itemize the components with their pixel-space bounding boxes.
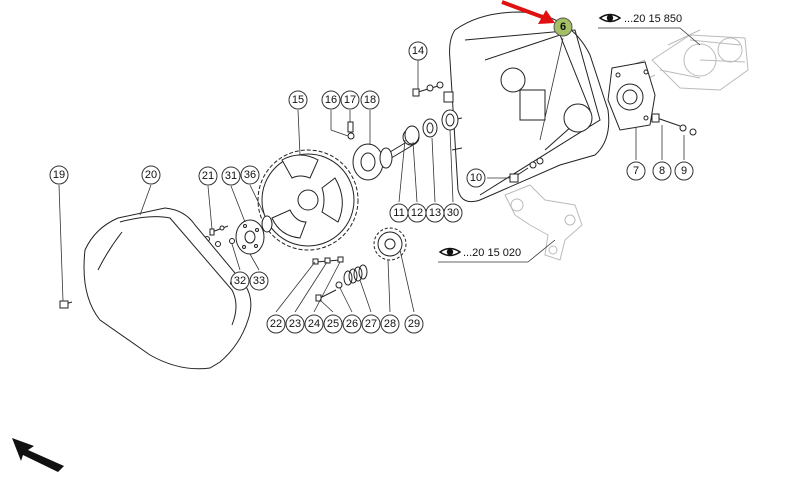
large-sprocket — [257, 149, 359, 251]
eye-icon — [598, 13, 622, 23]
callout-12: 12 — [407, 203, 427, 223]
callout-18: 18 — [360, 90, 380, 110]
washer-13 — [422, 118, 438, 138]
bolt-17 — [347, 121, 355, 140]
svg-text:8: 8 — [659, 165, 665, 177]
callout-33: 33 — [249, 271, 269, 291]
callout-23: 23 — [285, 314, 305, 334]
hub-18 — [352, 143, 393, 181]
svg-text:12: 12 — [411, 207, 423, 219]
callout-27: 27 — [361, 314, 381, 334]
reference-text: ...20 15 020 — [463, 247, 521, 259]
pointer-arrow — [501, 0, 555, 24]
svg-text:13: 13 — [429, 207, 441, 219]
callout-19: 19 — [49, 165, 69, 185]
reference-note-20-15-020: ...20 15 020 — [438, 247, 521, 259]
callout-30: 30 — [443, 203, 463, 223]
callout-20: 20 — [141, 165, 161, 185]
svg-text:20: 20 — [145, 169, 157, 181]
callout-8: 8 — [652, 161, 672, 181]
callouts: 6 7 8 9 10 11 12 13 14 15 16 17 18 19 20… — [49, 17, 694, 334]
svg-text:7: 7 — [633, 165, 639, 177]
callout-26: 26 — [342, 314, 362, 334]
small-sprocket — [373, 227, 407, 261]
svg-text:11: 11 — [393, 207, 404, 219]
svg-text:32: 32 — [234, 275, 246, 287]
svg-text:14: 14 — [412, 45, 424, 57]
screw-19 — [59, 300, 73, 309]
callout-7: 7 — [626, 161, 646, 181]
callout-17: 17 — [340, 90, 360, 110]
svg-text:24: 24 — [308, 318, 320, 330]
bolt-14 — [412, 81, 454, 103]
svg-text:15: 15 — [292, 94, 304, 106]
reference-text: ...20 15 850 — [624, 13, 682, 25]
washers-9 — [679, 124, 697, 136]
hub-36 — [235, 219, 265, 255]
callout-31: 31 — [221, 166, 241, 186]
svg-text:16: 16 — [325, 94, 337, 106]
direction-arrow — [12, 438, 64, 472]
callout-14: 14 — [408, 41, 428, 61]
svg-text:29: 29 — [408, 318, 420, 330]
ghost-bracket-drawing — [504, 184, 583, 261]
callout-11: 11 — [389, 203, 409, 223]
callout-32: 32 — [230, 271, 250, 291]
bolt-8 — [651, 113, 681, 127]
washer-12 — [404, 125, 420, 145]
svg-text:26: 26 — [346, 318, 358, 330]
callout-9: 9 — [674, 161, 694, 181]
callout-29: 29 — [404, 314, 424, 334]
svg-text:28: 28 — [384, 318, 396, 330]
svg-text:31: 31 — [225, 170, 237, 182]
svg-text:22: 22 — [270, 318, 282, 330]
svg-text:18: 18 — [364, 94, 376, 106]
bolt-21 — [209, 225, 229, 236]
bolt-25 — [315, 289, 337, 302]
chain-guard-cover — [449, 11, 610, 203]
svg-text:25: 25 — [327, 318, 339, 330]
washer-26 — [335, 281, 343, 289]
svg-text:6: 6 — [560, 21, 566, 33]
callout-24: 24 — [304, 314, 324, 334]
svg-text:21: 21 — [202, 170, 214, 182]
svg-text:27: 27 — [365, 318, 377, 330]
eye-icon — [438, 247, 462, 257]
callout-28: 28 — [380, 314, 400, 334]
callout-10: 10 — [466, 168, 486, 188]
leader-lines — [58, 27, 701, 313]
callout-16: 16 — [321, 90, 341, 110]
callout-25: 25 — [323, 314, 343, 334]
svg-text:30: 30 — [447, 207, 459, 219]
callout-36: 36 — [240, 165, 260, 185]
svg-text:36: 36 — [244, 169, 256, 181]
bushing-30 — [441, 109, 459, 131]
chain-cover — [83, 207, 252, 370]
svg-text:10: 10 — [470, 172, 482, 184]
svg-text:17: 17 — [344, 94, 356, 106]
nuts-22-23 — [312, 256, 344, 265]
reference-note-20-15-850: ...20 15 850 — [598, 13, 682, 25]
spacer-31 — [261, 215, 273, 233]
spring-27 — [343, 264, 368, 286]
callout-6: 6 — [553, 17, 573, 37]
svg-text:19: 19 — [53, 169, 65, 181]
svg-text:33: 33 — [253, 275, 265, 287]
callout-21: 21 — [198, 166, 218, 186]
flange-plate — [607, 61, 656, 131]
callout-22: 22 — [266, 314, 286, 334]
callout-13: 13 — [425, 203, 445, 223]
callout-15: 15 — [288, 90, 308, 110]
svg-text:23: 23 — [289, 318, 301, 330]
svg-text:9: 9 — [681, 165, 687, 177]
